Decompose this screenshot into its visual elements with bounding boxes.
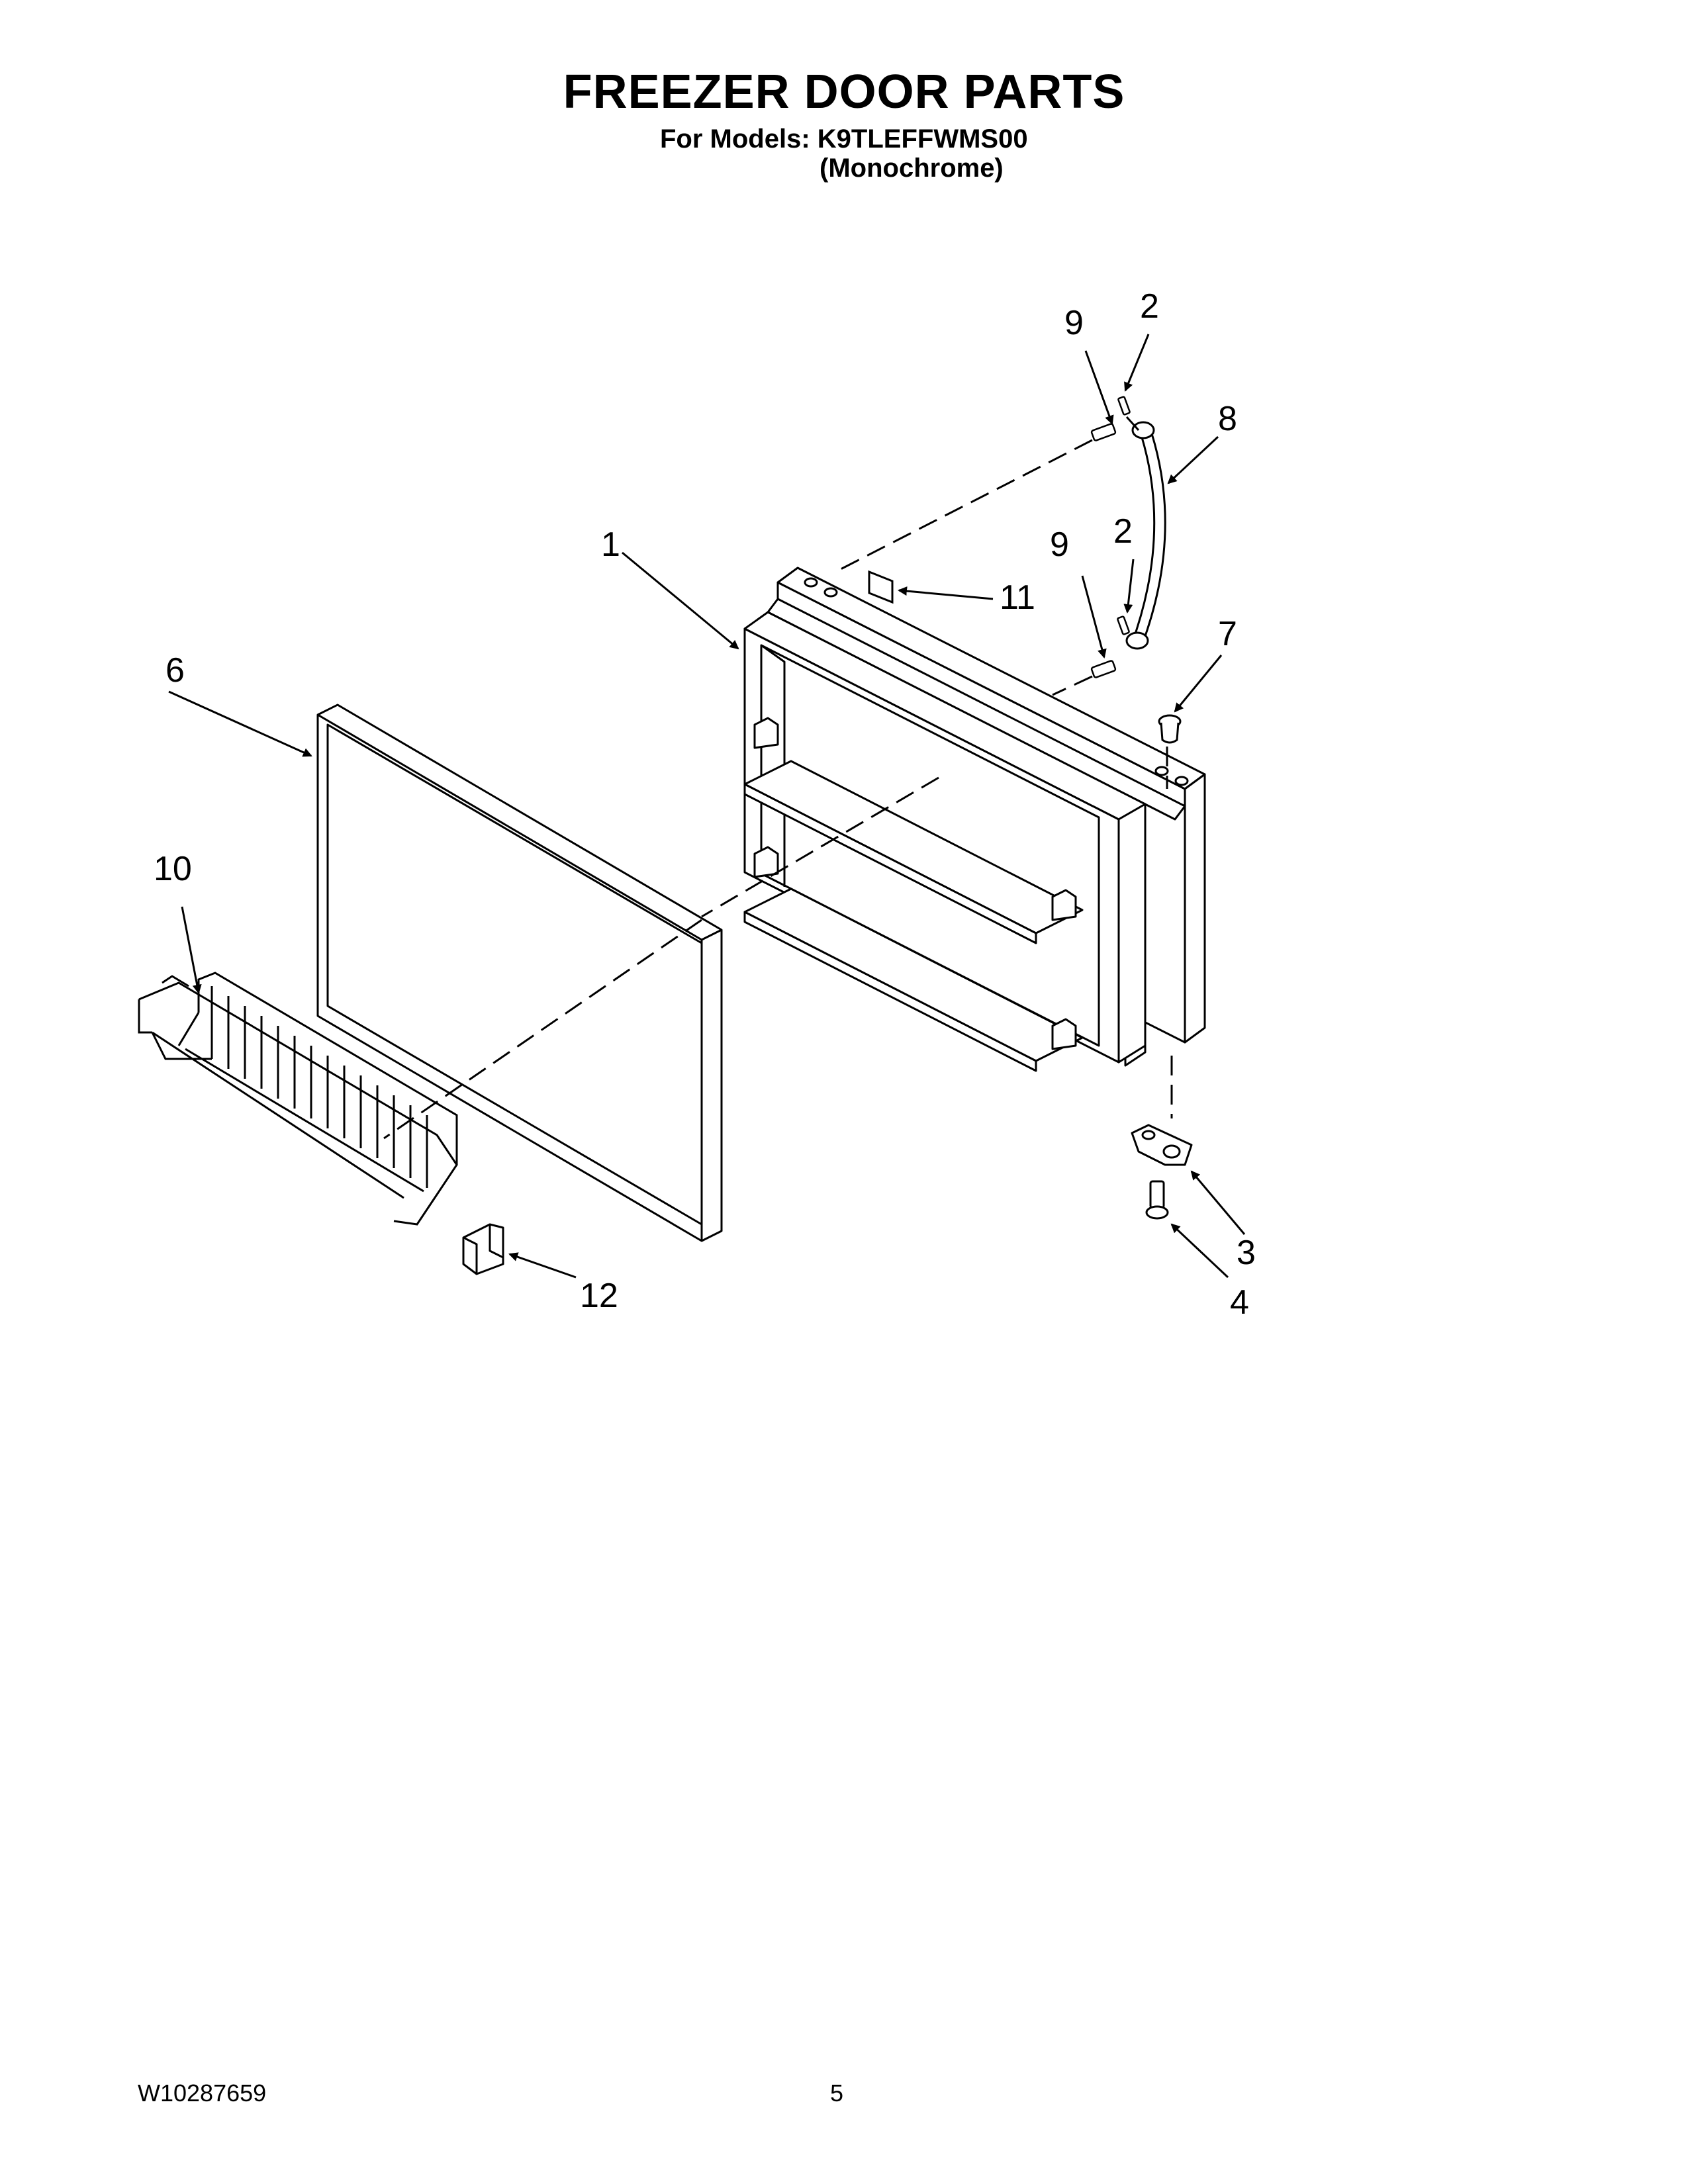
callout-12: 12 [580, 1277, 618, 1315]
model-line: For Models: K9TLEFFWMS00 [660, 124, 1028, 154]
handle-screw-drawings [1090, 423, 1117, 678]
callout-7: 7 [1218, 615, 1237, 653]
callout-labels: 9 2 8 1 9 2 11 7 6 10 3 4 12 [154, 287, 1256, 1322]
hinge-screw-drawing [1145, 1180, 1169, 1220]
document-number: W10287659 [138, 2079, 267, 2107]
plug-drawing [1158, 714, 1182, 744]
callout-4: 4 [1230, 1283, 1249, 1322]
callout-9-mid: 9 [1050, 525, 1069, 564]
hinge-drawing [1131, 1124, 1193, 1166]
callout-6: 6 [165, 651, 185, 690]
screw-drawings [1117, 396, 1131, 635]
door-gasket-drawing [316, 704, 723, 1242]
handle-drawing [1125, 421, 1166, 650]
callout-11: 11 [1000, 578, 1035, 617]
callout-2-top: 2 [1140, 287, 1159, 326]
callout-3: 3 [1237, 1234, 1256, 1272]
callout-1: 1 [601, 525, 620, 564]
freezer-door-drawing [743, 567, 1206, 1072]
callout-9-top: 9 [1064, 304, 1084, 342]
clip-drawing [462, 1223, 504, 1275]
model-variant: (Monochrome) [820, 154, 1004, 183]
label-part [868, 570, 894, 604]
page-number: 5 [830, 2079, 844, 2107]
wire-basket-drawing [138, 972, 458, 1226]
callout-10: 10 [154, 850, 192, 888]
callout-2-mid: 2 [1113, 512, 1133, 551]
leader-arrows [168, 334, 1246, 1279]
page-title: FREEZER DOOR PARTS [563, 66, 1125, 118]
assembly-lines [383, 416, 1173, 1140]
callout-8: 8 [1218, 400, 1237, 438]
